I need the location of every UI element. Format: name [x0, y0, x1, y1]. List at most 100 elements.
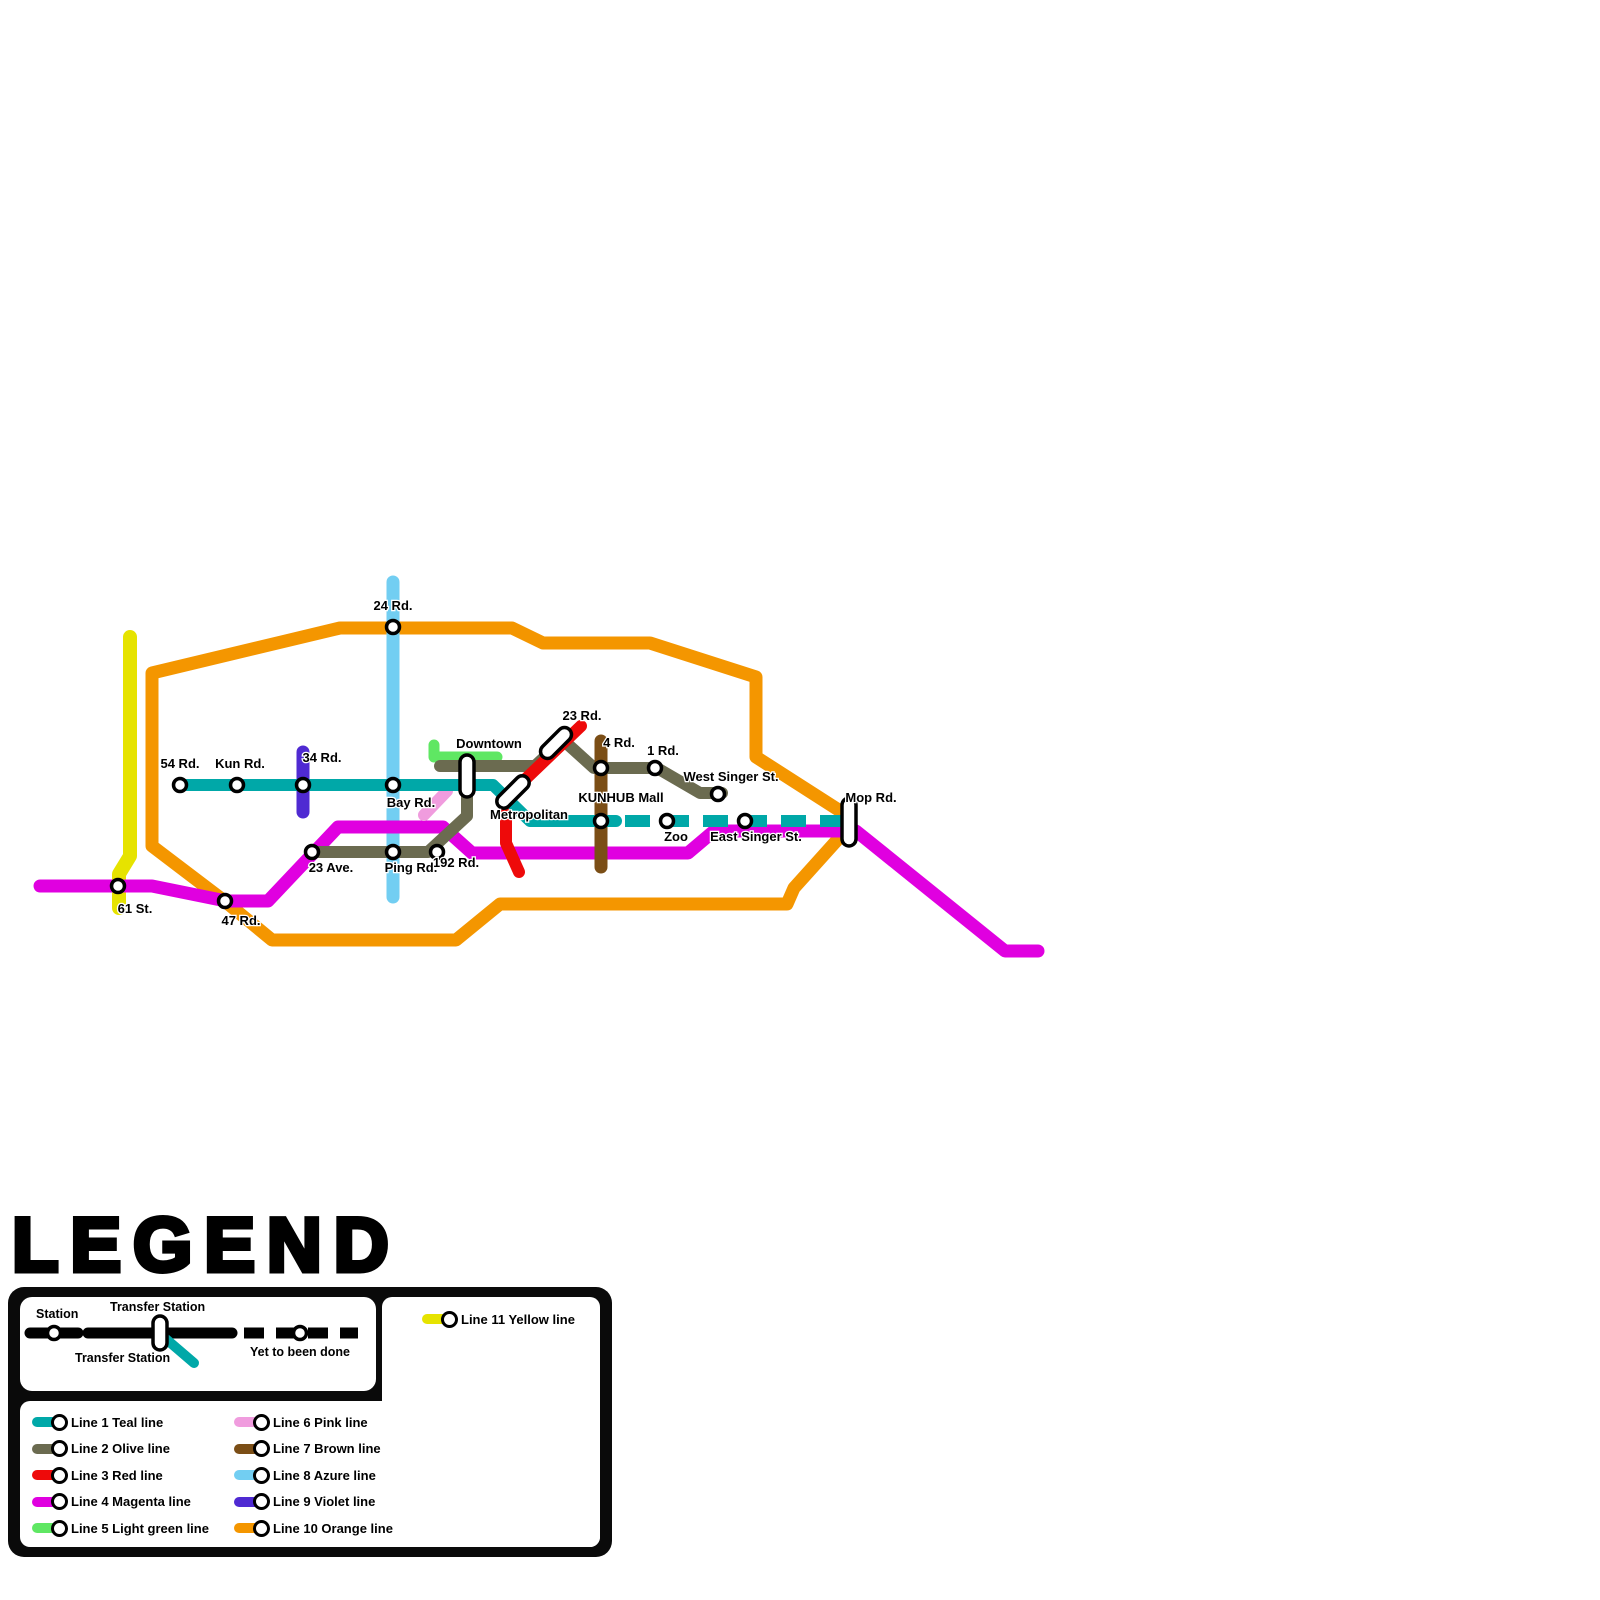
station-dot-icon — [253, 1466, 270, 1484]
sample-transfer-station-icon — [151, 1314, 169, 1352]
sample-station-icon — [45, 1324, 63, 1342]
transfer-station-marker — [538, 725, 574, 761]
station-dot-icon — [253, 1440, 270, 1457]
sample-ytbd-label: Yet to been done — [250, 1345, 351, 1359]
station-marker — [592, 759, 610, 777]
line-swatch — [32, 1443, 58, 1454]
legend-entry: Line 8 Azure line — [234, 1466, 376, 1484]
legend-entry: Line 5 Light green line — [32, 1519, 209, 1537]
legend-entry: Line 1 Teal line — [32, 1413, 164, 1431]
legend-entry: Line 7 Brown line — [234, 1440, 381, 1457]
transfer-station-marker — [458, 753, 476, 799]
station-dot-icon — [441, 1310, 458, 1328]
legend-panel: Station Transfer Station Transfer Statio… — [8, 1287, 612, 1557]
station-marker — [428, 843, 446, 861]
legend-entry: Line 3 Red line — [32, 1466, 163, 1484]
sample-transfer-label-top: Transfer Station — [110, 1300, 206, 1314]
station-marker — [171, 776, 189, 794]
station-label: Zoo — [664, 829, 688, 844]
sample-ytbd-station-icon — [291, 1324, 309, 1342]
station-dot-icon — [253, 1519, 270, 1537]
transfer-station-marker — [840, 796, 858, 848]
station-dot-icon — [51, 1493, 68, 1510]
station-label: 47 Rd. — [221, 913, 260, 928]
legend-entry: Line 4 Magenta line — [32, 1493, 191, 1510]
station-label: Downtown — [456, 736, 522, 751]
station-marker — [384, 843, 402, 861]
station-label: KUNHUB Mall — [578, 790, 663, 805]
line-swatch — [234, 1496, 260, 1507]
legend-entry: Line 2 Olive line — [32, 1440, 170, 1457]
line-swatch — [422, 1314, 448, 1324]
station-marker — [384, 776, 402, 794]
legend-entry-label: Line 5 Light green line — [71, 1520, 209, 1536]
legend-entry: Line 9 Violet line — [234, 1493, 376, 1510]
line-swatch — [234, 1470, 260, 1480]
legend-entry-label: Line 6 Pink line — [273, 1414, 368, 1430]
station-label: 34 Rd. — [302, 750, 341, 765]
station-dot-icon — [253, 1493, 270, 1510]
station-marker — [228, 776, 246, 794]
station-dot-icon — [51, 1413, 68, 1431]
line-swatch — [234, 1417, 260, 1427]
station-marker — [303, 843, 321, 861]
station-dot-icon — [51, 1519, 68, 1537]
transfer-station-marker — [495, 774, 531, 810]
station-label: Ping Rd. — [385, 860, 438, 875]
line-swatch — [32, 1523, 58, 1533]
line-swatch — [234, 1523, 260, 1533]
line-swatch — [32, 1417, 58, 1427]
sample-station-label: Station — [36, 1307, 79, 1321]
line-swatch — [234, 1443, 260, 1454]
station-marker — [294, 776, 312, 794]
legend-entry: Line 11 Yellow line — [422, 1310, 575, 1328]
legend-entry-label: Line 9 Violet line — [273, 1494, 376, 1509]
legend-entry: Line 10 Orange line — [234, 1519, 393, 1537]
line-swatch — [32, 1470, 58, 1480]
station-marker — [109, 877, 127, 895]
station-label: 4 Rd. — [603, 735, 635, 750]
legend-title: LEGEND — [10, 1201, 401, 1291]
station-label: 23 Rd. — [562, 708, 601, 723]
station-dot-icon — [253, 1413, 270, 1431]
station-marker — [709, 785, 727, 803]
line-green — [428, 739, 503, 763]
legend-entry-label: Line 3 Red line — [71, 1467, 163, 1483]
station-marker — [384, 618, 402, 636]
station-label: 23 Ave. — [309, 860, 354, 875]
station-label: 24 Rd. — [373, 598, 412, 613]
station-dot-icon — [51, 1440, 68, 1457]
legend-sample-graphic — [24, 1314, 358, 1368]
line-pink — [418, 785, 453, 821]
sample-transfer-branch-line — [161, 1334, 199, 1368]
legend-entry: Line 6 Pink line — [234, 1413, 368, 1431]
legend-sample-box: Station Transfer Station Transfer Statio… — [20, 1297, 376, 1391]
station-label: 1 Rd. — [647, 743, 679, 758]
station-label: 192 Rd. — [433, 855, 479, 870]
station-marker — [216, 892, 234, 910]
station-label: Mop Rd. — [845, 790, 896, 805]
legend-entry-label: Line 1 Teal line — [71, 1414, 164, 1430]
line-orange — [145, 621, 855, 947]
line-swatch — [32, 1496, 58, 1507]
station-label: 54 Rd. — [160, 756, 199, 771]
station-dot-icon — [51, 1466, 68, 1484]
station-label: Kun Rd. — [215, 756, 265, 771]
station-marker — [592, 812, 610, 830]
legend-entry-label: Line 2 Olive line — [71, 1441, 170, 1456]
station-marker — [646, 759, 664, 777]
legend-entry-label: Line 4 Magenta line — [71, 1494, 191, 1509]
station-label: East Singer St. — [710, 829, 802, 844]
station-marker — [736, 812, 754, 830]
station-label: West Singer St. — [683, 769, 778, 784]
legend-entry-label: Line 10 Orange line — [273, 1520, 393, 1536]
legend-entry-label: Line 8 Azure line — [273, 1467, 376, 1483]
line-yellow — [112, 630, 137, 915]
station-label: Metropolitan — [490, 807, 568, 822]
legend-entry-label: Line 11 Yellow line — [461, 1311, 575, 1327]
station-label: 61 St. — [118, 901, 153, 916]
legend-entry-label: Line 7 Brown line — [273, 1441, 381, 1456]
